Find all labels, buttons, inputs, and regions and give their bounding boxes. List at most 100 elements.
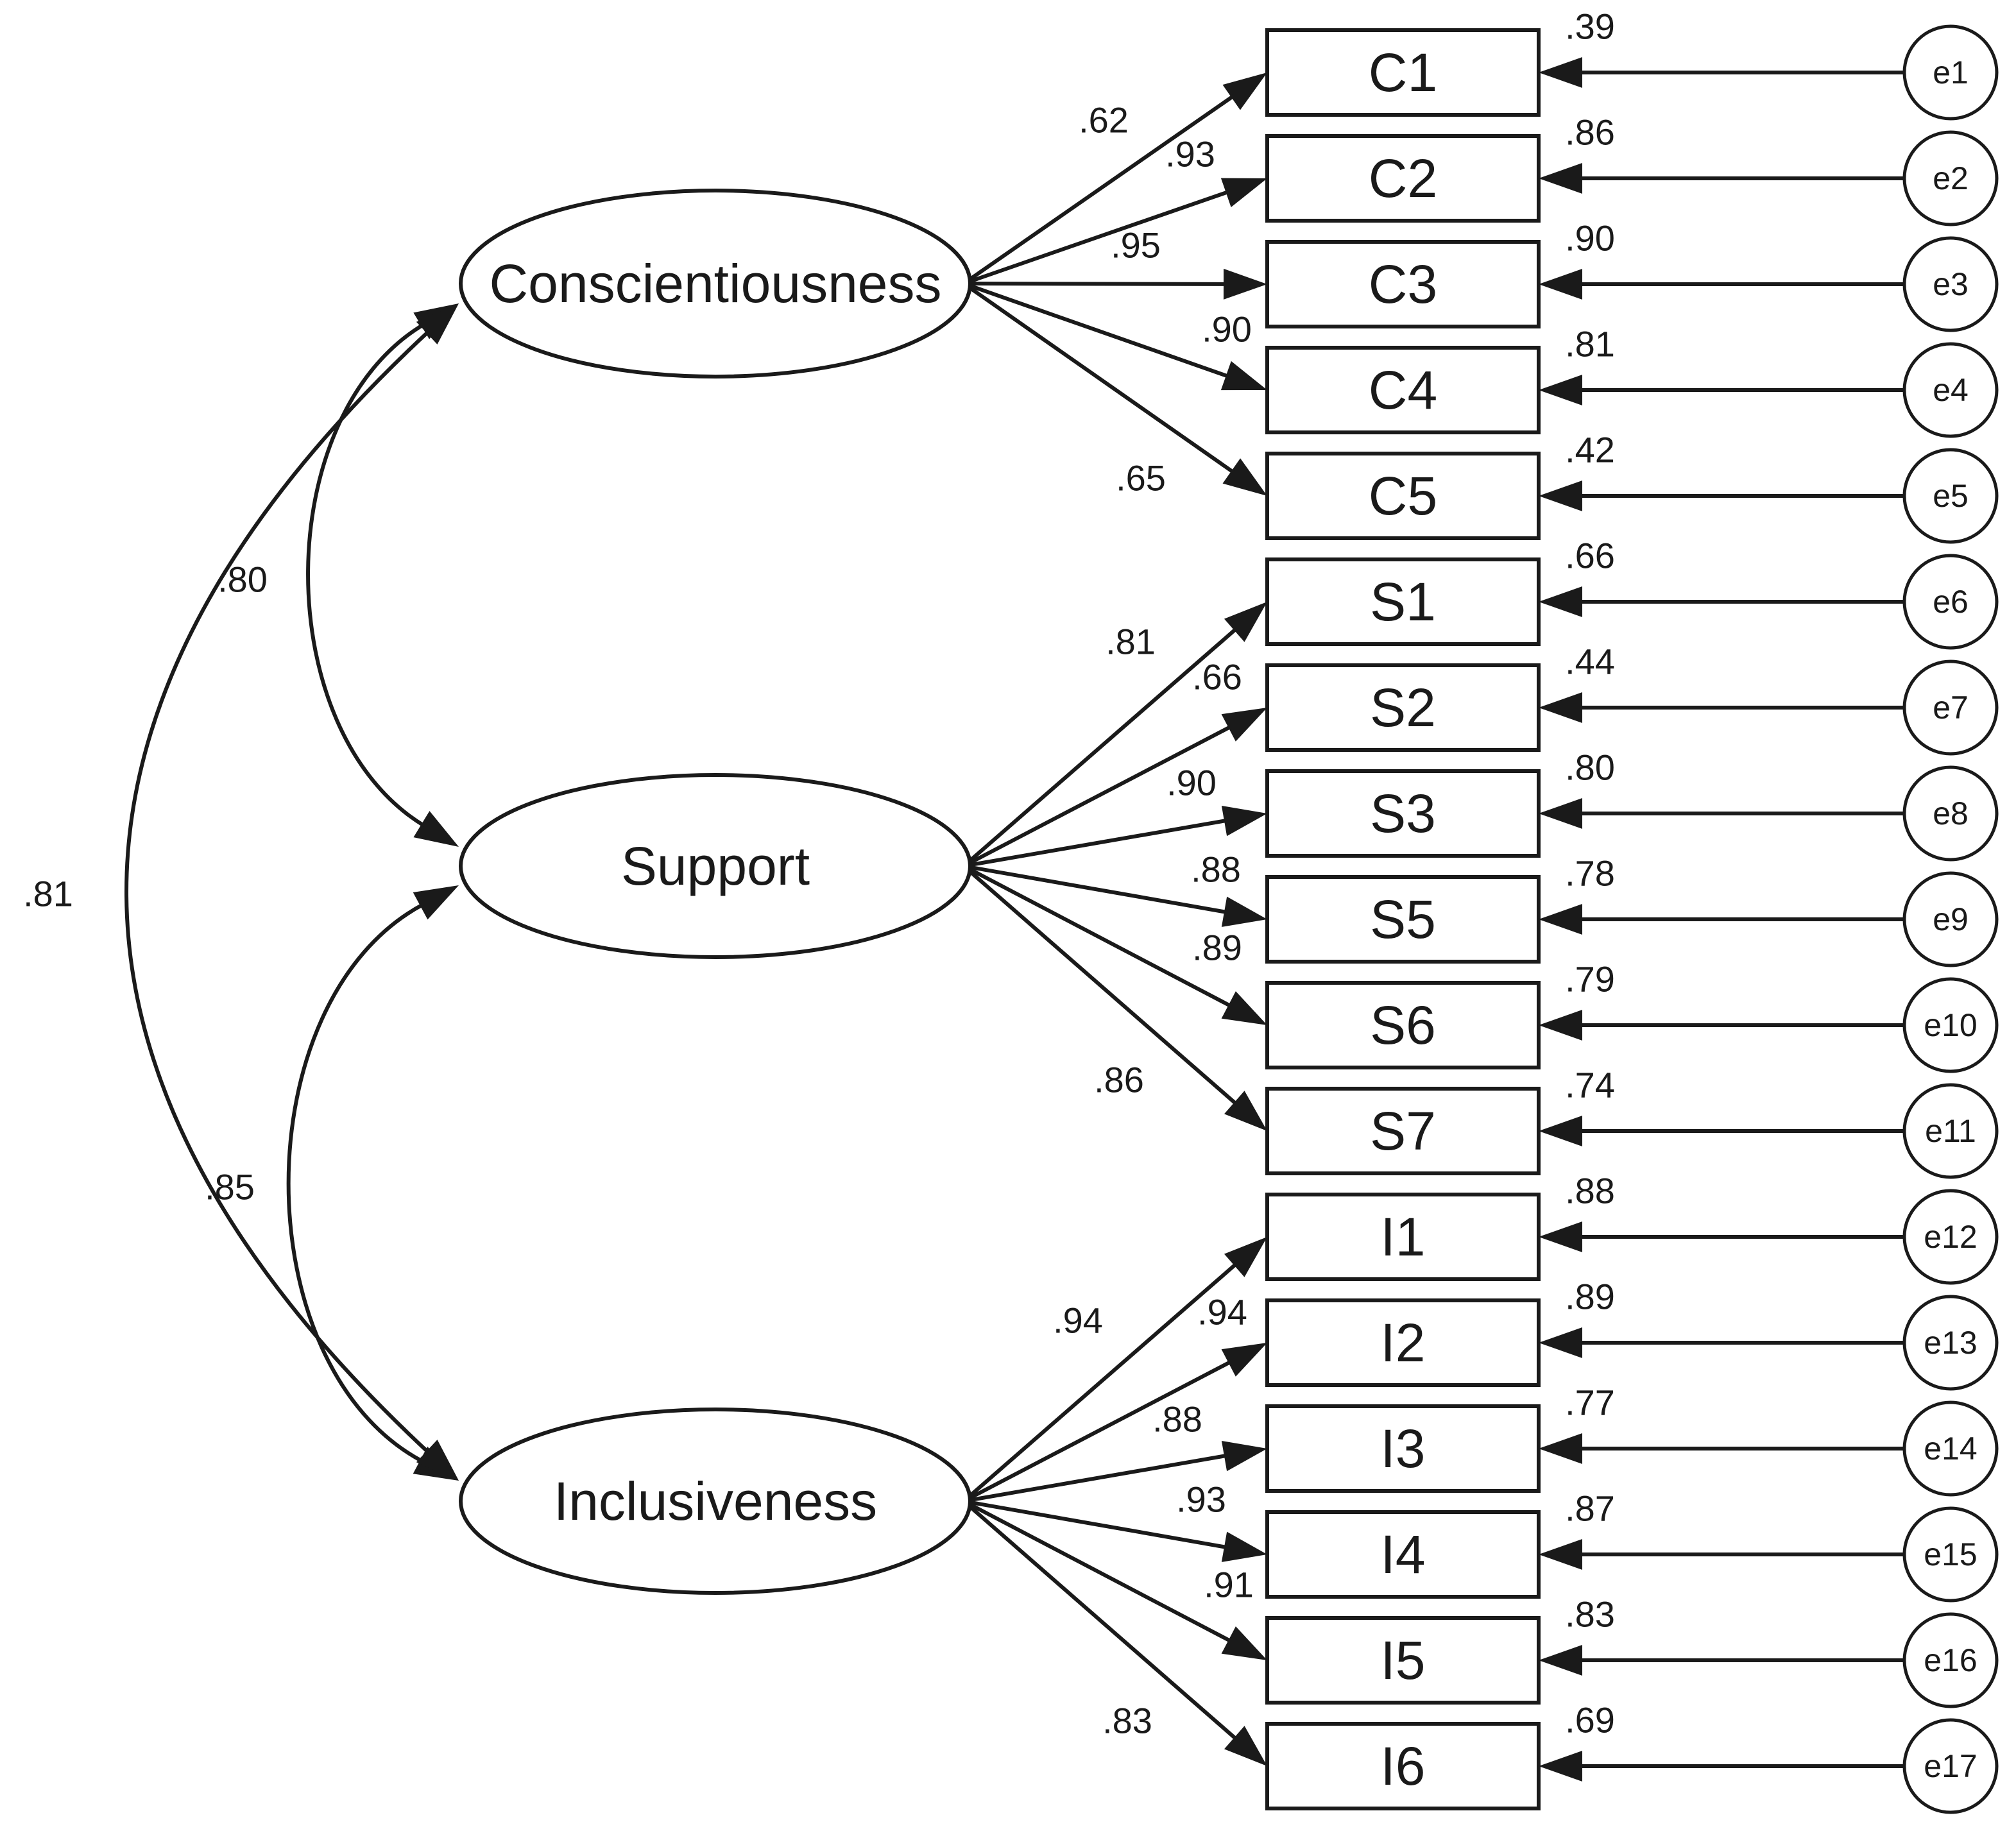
error-circle-e12: [1902, 1189, 1999, 1285]
r2-coef-s1: .66: [1565, 536, 1615, 576]
loading-path-s2: [962, 724, 1232, 868]
error-circle-e11: [1902, 1083, 1999, 1179]
arrowhead-loading-c4: [1220, 361, 1267, 391]
error-circle-e10: [1902, 977, 1999, 1073]
arrowhead-loading-s7: [1224, 1091, 1267, 1131]
indicator-box-s1: [1265, 557, 1541, 646]
loading-coef-s1: .81: [1106, 622, 1156, 662]
arrowhead-error-e2: [1539, 163, 1582, 194]
correlation-arc-support-inclusiveness: [286, 903, 424, 1463]
indicator-box-i2: [1265, 1298, 1541, 1387]
indicator-box-i1: [1265, 1193, 1541, 1281]
error-label-e9: e9: [1933, 901, 1969, 937]
arrowhead-loading-c2: [1220, 178, 1267, 207]
error-label-e16: e16: [1924, 1642, 1977, 1678]
error-circle-e9: [1902, 871, 1999, 967]
indicator-box-c1: [1265, 28, 1541, 117]
error-label-e8: e8: [1933, 795, 1969, 831]
loading-path-c1: [962, 94, 1235, 285]
r2-coef-s2: .44: [1565, 642, 1615, 682]
error-label-e15: e15: [1924, 1536, 1977, 1572]
r2-coef-i2: .89: [1565, 1277, 1615, 1317]
indicator-label-s1: S1: [1370, 572, 1436, 632]
loading-path-c5: [962, 282, 1235, 474]
indicator-label-c2: C2: [1369, 148, 1437, 208]
correlation-coef-conscientiousness-support: .80: [218, 559, 268, 600]
indicator-box-s3: [1265, 769, 1541, 858]
r2-coef-s5: .78: [1565, 853, 1615, 894]
indicator-label-i3: I3: [1380, 1418, 1425, 1479]
r2-coef-c5: .42: [1565, 430, 1615, 470]
path-layer: [124, 57, 1904, 1782]
arrowhead-error-e11: [1539, 1116, 1582, 1146]
arrowhead-loading-i2: [1221, 1343, 1267, 1377]
indicator-label-s2: S2: [1370, 677, 1436, 738]
indicator-label-c4: C4: [1369, 360, 1437, 420]
loading-coef-s7: .86: [1094, 1060, 1144, 1100]
error-circle-e16: [1902, 1612, 1999, 1708]
error-label-e13: e13: [1924, 1325, 1977, 1361]
arrowhead-error-e7: [1539, 692, 1582, 723]
error-label-e7: e7: [1933, 690, 1969, 726]
indicator-box-c2: [1265, 134, 1541, 223]
error-circle-e14: [1902, 1400, 1999, 1497]
arrowhead-error-e1: [1539, 57, 1582, 88]
arrowhead-error-e15: [1539, 1539, 1582, 1570]
arrowhead-loading-s6: [1221, 991, 1267, 1025]
arrowhead-error-e12: [1539, 1221, 1582, 1252]
loading-coef-c4: .90: [1202, 309, 1252, 350]
arrowhead-loading-i6: [1224, 1726, 1267, 1766]
error-circle-e3: [1902, 236, 1999, 332]
arrowhead-corr-start-support-inclusiveness: [413, 885, 459, 920]
loading-coef-s5: .88: [1191, 849, 1241, 890]
arrowhead-loading-s5: [1221, 896, 1267, 927]
arrowhead-error-e4: [1539, 375, 1582, 405]
arrowhead-loading-c1: [1222, 72, 1267, 110]
r2-coef-s3: .80: [1565, 747, 1615, 788]
loading-coef-i2: .94: [1197, 1292, 1247, 1332]
indicator-box-s2: [1265, 663, 1541, 752]
loading-path-s1: [962, 627, 1238, 868]
arrowhead-error-e6: [1539, 586, 1582, 617]
arrowhead-corr-end-conscientiousness-inclusiveness: [416, 1440, 459, 1481]
loading-path-i5: [962, 1499, 1232, 1643]
r2-coef-c4: .81: [1565, 324, 1615, 364]
error-circle-e7: [1902, 659, 1999, 756]
error-circle-e4: [1902, 342, 1999, 438]
loading-coef-c2: .93: [1165, 134, 1215, 174]
error-circle-e5: [1902, 448, 1999, 544]
arrowhead-error-e16: [1539, 1645, 1582, 1676]
arrowhead-loading-s2: [1221, 708, 1267, 742]
error-circle-e6: [1902, 554, 1999, 650]
loading-path-s3: [963, 818, 1227, 868]
latent-inclusiveness: [459, 1408, 972, 1595]
arrowhead-loading-c5: [1222, 458, 1267, 496]
r2-coef-i4: .87: [1565, 1488, 1615, 1529]
arrowhead-loading-i1: [1224, 1237, 1267, 1277]
loading-path-i1: [962, 1262, 1238, 1503]
r2-coef-c3: .90: [1565, 218, 1615, 259]
correlation-arc-conscientiousness-support: [306, 323, 425, 828]
indicator-box-c3: [1265, 240, 1541, 328]
indicator-label-s3: S3: [1370, 783, 1436, 844]
r2-coef-i6: .69: [1565, 1700, 1615, 1740]
indicator-box-c4: [1265, 346, 1541, 434]
latent-label-conscientiousness: Conscientiousness: [489, 253, 941, 314]
node-layer: [459, 24, 1999, 1814]
indicator-box-s5: [1265, 875, 1541, 964]
r2-coef-i5: .83: [1565, 1594, 1615, 1635]
arrowhead-error-e9: [1539, 904, 1582, 935]
loading-path-i3: [963, 1453, 1227, 1503]
error-label-e10: e10: [1924, 1007, 1977, 1043]
arrowhead-error-e8: [1539, 798, 1582, 829]
loading-path-s5: [963, 864, 1227, 914]
error-label-e17: e17: [1924, 1748, 1977, 1784]
indicator-box-s7: [1265, 1087, 1541, 1175]
loading-path-s6: [962, 864, 1232, 1008]
error-label-e6: e6: [1933, 584, 1969, 620]
arrowhead-error-e5: [1539, 481, 1582, 511]
arrowhead-loading-i4: [1221, 1531, 1267, 1562]
indicator-box-c5: [1265, 452, 1541, 540]
arrowhead-error-e3: [1539, 269, 1582, 300]
